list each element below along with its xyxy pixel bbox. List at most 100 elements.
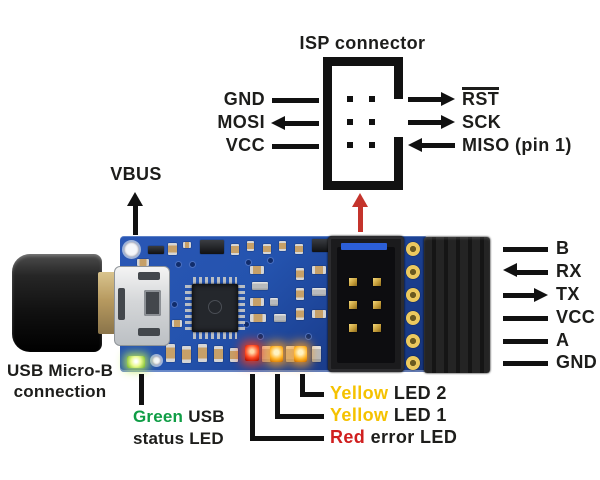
smd-component [312, 288, 326, 296]
smd-component [286, 346, 295, 362]
smd-component [198, 344, 207, 362]
gnd-line [272, 98, 319, 103]
through-hole-pad [406, 334, 420, 348]
isp-connector-title: ISP connector [299, 33, 426, 53]
isp-pin-dot [369, 142, 375, 148]
isp-header-pin [373, 324, 381, 332]
header-blue-key [341, 243, 387, 250]
usb-receptacle-clip [138, 272, 160, 280]
smd-component [279, 241, 286, 251]
smd-component [172, 320, 182, 327]
yellow1-word: Yellow [330, 405, 389, 425]
yellow1-rest: LED 1 [393, 405, 447, 425]
rst-line [408, 97, 441, 102]
rst-overline: RST [462, 87, 500, 109]
smd-component [295, 244, 303, 254]
isp-connector-notch [393, 99, 405, 137]
smd-component [270, 298, 278, 306]
smd-component [296, 288, 304, 300]
b-line [503, 247, 548, 252]
mosi-line [284, 121, 319, 126]
isp-pin-dot [347, 119, 353, 125]
green-led-leader [139, 374, 144, 405]
smd-component [183, 242, 191, 248]
smd-component [230, 348, 238, 362]
side-female-header [424, 237, 490, 373]
chip-pins [185, 285, 192, 331]
isp-pointer-arrow-icon [352, 193, 368, 207]
vcc-side-line [503, 316, 548, 321]
side-pin-label-b: B [556, 238, 570, 258]
pcb-via [172, 302, 177, 307]
yellow-led-1 [270, 346, 283, 362]
smd-component [250, 298, 264, 306]
green-status-led [127, 356, 145, 368]
isp-header-pin [373, 301, 381, 309]
pcb-via [306, 334, 311, 339]
isp-pin-dot [369, 96, 375, 102]
isp-header-pin [349, 324, 357, 332]
gnd-side-line [503, 361, 548, 366]
smd-component [296, 268, 304, 280]
rx-line [516, 270, 548, 275]
yellow2-word: Yellow [330, 383, 389, 403]
isp-pin-label-rst: RST [462, 87, 500, 110]
usb-receptacle-slot [144, 290, 161, 316]
smd-component [148, 246, 164, 254]
isp-header-recess [337, 247, 395, 363]
yellow-led-2-leader [300, 374, 305, 397]
vcc-line [272, 144, 319, 149]
pcb-via [190, 262, 195, 267]
miso-arrow-icon [408, 138, 422, 152]
yellow-led-2-leader [300, 392, 324, 397]
pcb-via [246, 260, 251, 265]
yellow-led-2 [294, 346, 307, 362]
usb-label-line1: USB Micro-B [6, 361, 114, 380]
chip-pins [193, 332, 237, 339]
usb-cable-plug [12, 254, 102, 352]
mounting-hole [124, 242, 139, 257]
smd-component [312, 266, 326, 274]
smd-component [252, 282, 268, 290]
isp-pin-dot [369, 119, 375, 125]
pcb-via [258, 334, 263, 339]
red-word: Red [330, 427, 366, 447]
isp-pin-dot [347, 96, 353, 102]
chip-pins [238, 285, 245, 331]
smd-component [296, 308, 304, 320]
vbus-arrow-icon [127, 192, 143, 206]
green-line2: status LED [133, 429, 224, 448]
mosi-arrow-icon [271, 116, 285, 130]
side-pin-label-gnd: GND [556, 352, 598, 372]
side-pin-label-vcc: VCC [556, 307, 596, 327]
red-led-leader [250, 374, 255, 441]
isp-connector-outline [323, 57, 403, 190]
red-rest: error LED [370, 427, 458, 447]
smd-component [312, 310, 326, 318]
isp-pin-label-vcc: VCC [225, 135, 265, 155]
smd-component [262, 346, 271, 362]
smd-component [263, 244, 271, 254]
green-rest: USB [188, 407, 225, 426]
chip-logo-mark [208, 300, 222, 314]
smd-component [250, 266, 264, 274]
isp-pin-dot [347, 142, 353, 148]
pcb-via [268, 258, 273, 263]
smd-component [247, 241, 254, 251]
smd-component [250, 314, 266, 322]
through-hole-pad [406, 265, 420, 279]
pcb-via [176, 262, 181, 267]
side-pin-label-rx: RX [556, 261, 582, 281]
through-hole-pad [406, 311, 420, 325]
smd-component [168, 243, 177, 255]
a-line [503, 339, 548, 344]
usb-label-line2: connection [13, 382, 107, 401]
rx-arrow-icon [503, 263, 517, 277]
chip-pins [193, 277, 237, 284]
isp-header-pin [349, 301, 357, 309]
smd-component [166, 344, 175, 362]
usb-receptacle-slot [118, 288, 125, 320]
mounting-hole [152, 356, 161, 365]
isp-header-pin [349, 278, 357, 286]
